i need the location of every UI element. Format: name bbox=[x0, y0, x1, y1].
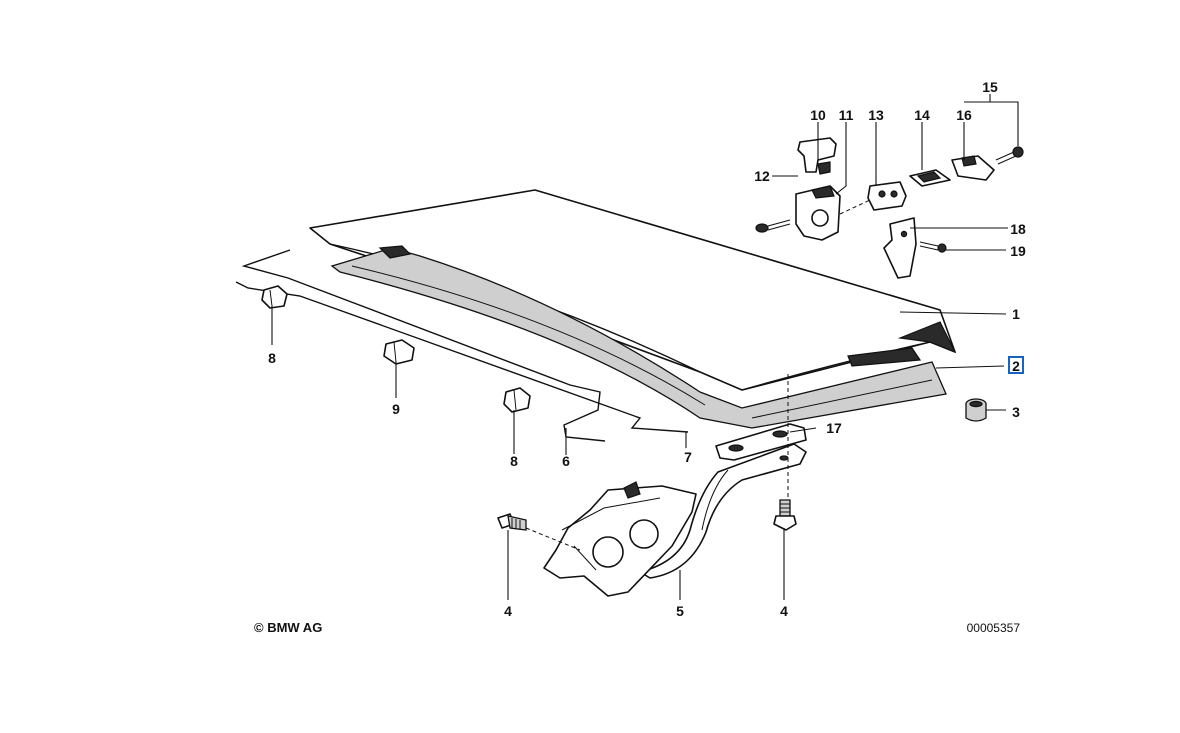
label-5[interactable]: 5 bbox=[676, 603, 684, 619]
label-14[interactable]: 14 bbox=[914, 107, 930, 123]
screw-12[interactable] bbox=[755, 219, 791, 233]
lock-catch[interactable] bbox=[867, 181, 907, 211]
rod-long[interactable] bbox=[235, 281, 689, 433]
label-6[interactable]: 6 bbox=[562, 453, 570, 469]
trunk-lock[interactable] bbox=[795, 185, 841, 241]
pad[interactable] bbox=[909, 169, 951, 187]
diagram-reference-number: 00005357 bbox=[967, 621, 1021, 635]
rubber-buffer[interactable] bbox=[965, 398, 987, 422]
label-15[interactable]: 15 bbox=[982, 79, 998, 95]
label-4-left[interactable]: 4 bbox=[504, 603, 512, 619]
label-9[interactable]: 9 bbox=[392, 401, 400, 417]
label-12[interactable]: 12 bbox=[754, 168, 770, 184]
label-7[interactable]: 7 bbox=[684, 449, 692, 465]
bolt-left[interactable] bbox=[497, 513, 527, 531]
bolt-right[interactable] bbox=[773, 499, 797, 531]
clip-center[interactable] bbox=[503, 387, 531, 413]
striker-bracket[interactable] bbox=[797, 137, 837, 175]
label-8-left[interactable]: 8 bbox=[268, 350, 276, 366]
plate[interactable] bbox=[715, 423, 807, 461]
label-16[interactable]: 16 bbox=[956, 107, 972, 123]
hinge[interactable] bbox=[639, 443, 807, 579]
striker-plate[interactable] bbox=[951, 155, 995, 181]
label-1[interactable]: 1 bbox=[1012, 306, 1020, 322]
label-2-highlight bbox=[1008, 356, 1024, 374]
label-8-center[interactable]: 8 bbox=[510, 453, 518, 469]
label-11[interactable]: 11 bbox=[839, 107, 854, 123]
label-4-right[interactable]: 4 bbox=[780, 603, 788, 619]
assembly-lines bbox=[525, 199, 871, 551]
bracket-18[interactable] bbox=[883, 217, 917, 279]
label-19[interactable]: 19 bbox=[1010, 243, 1026, 259]
label-17[interactable]: 17 bbox=[826, 420, 842, 436]
clip-9[interactable] bbox=[383, 339, 415, 365]
hinge-bracket[interactable] bbox=[543, 481, 697, 597]
label-13[interactable]: 13 bbox=[868, 107, 884, 123]
label-10[interactable]: 10 bbox=[810, 107, 826, 123]
label-3[interactable]: 3 bbox=[1012, 404, 1020, 420]
trunk-seal[interactable] bbox=[330, 245, 947, 429]
clip-left[interactable] bbox=[261, 285, 288, 309]
leader-lines bbox=[271, 94, 1019, 600]
copyright-text: © BMW AG bbox=[254, 620, 322, 635]
rod[interactable] bbox=[241, 249, 606, 442]
screw-15[interactable] bbox=[995, 146, 1024, 165]
label-2[interactable]: 2 bbox=[1012, 358, 1020, 374]
label-18[interactable]: 18 bbox=[1010, 221, 1026, 237]
